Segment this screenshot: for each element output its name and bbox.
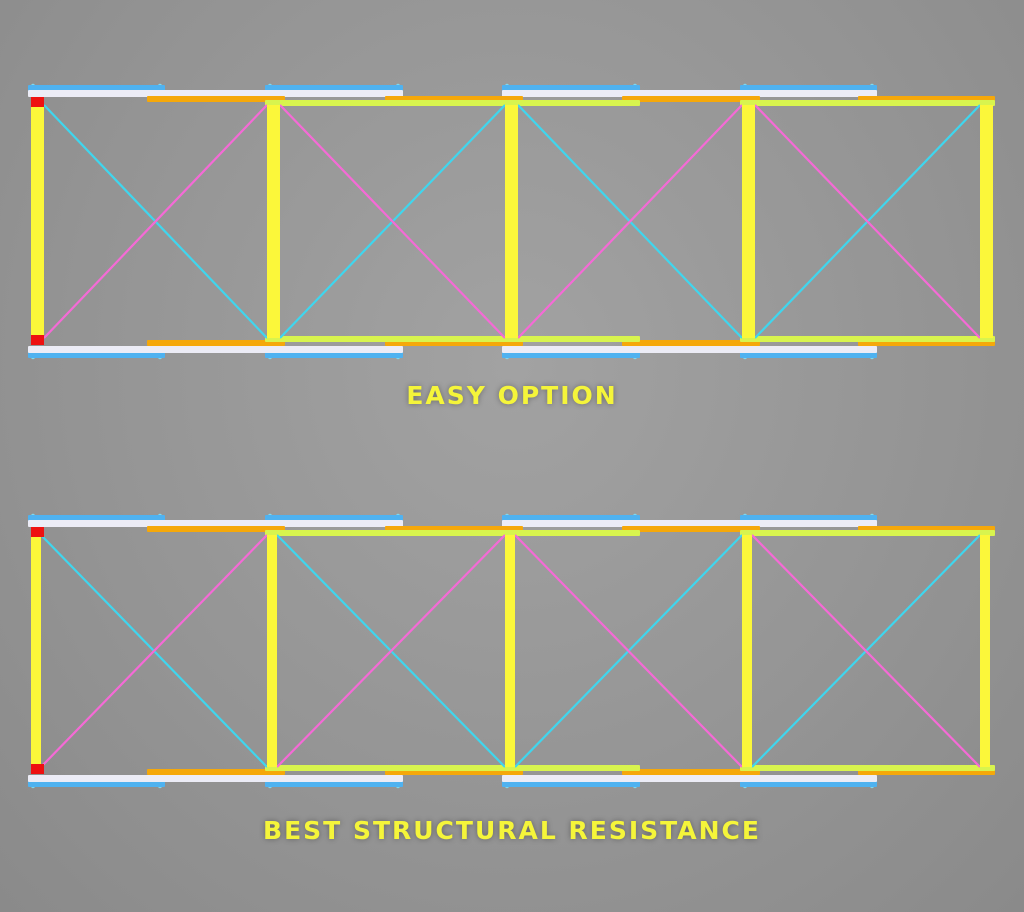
orange-beam-bottom [147,340,285,346]
caption-easy-option: EASY OPTION [406,381,618,410]
vertical-post [742,105,755,338]
lime-beam-bottom [265,336,640,342]
red-end-cap [31,764,44,774]
vertical-post [267,535,277,767]
vertical-post [742,535,752,767]
white-beam-top [502,520,877,527]
pink-brace [279,104,506,339]
lime-beam-bottom [265,765,640,771]
orange-beam-top [622,526,760,532]
lime-beam-bottom [740,765,995,771]
lime-beam-top [265,530,640,536]
white-beam-bottom [28,775,403,782]
orange-beam-top [147,526,285,532]
red-end-cap [31,97,44,107]
orange-beam-top [147,96,285,102]
white-beam-bottom [502,775,877,782]
red-end-cap [31,335,44,345]
white-beam-bottom [502,346,877,353]
pink-brace [751,534,981,768]
vertical-post [505,535,515,767]
vertical-post [267,105,280,338]
vertical-post [505,105,518,338]
pink-brace [40,534,268,768]
pink-brace [43,104,268,339]
vertical-post [31,105,44,338]
white-beam-top [502,90,877,97]
white-beam-bottom [28,346,403,353]
pink-brace [514,534,743,768]
pink-brace [276,534,506,768]
red-end-cap [31,527,44,537]
orange-beam-bottom [622,340,760,346]
vertical-post [980,535,990,767]
orange-beam-bottom [147,769,285,775]
lime-beam-top [740,530,995,536]
lime-beam-bottom [740,336,995,342]
pink-brace [754,104,981,339]
vertical-post [980,105,993,338]
orange-beam-top [622,96,760,102]
vertical-post [31,535,41,767]
lime-beam-top [740,100,995,106]
white-beam-top [28,90,403,97]
pink-brace [517,104,743,339]
lime-beam-top [265,100,640,106]
white-beam-top [28,520,403,527]
orange-beam-bottom [622,769,760,775]
caption-best-structural-resistance: BEST STRUCTURAL RESISTANCE [263,816,761,845]
